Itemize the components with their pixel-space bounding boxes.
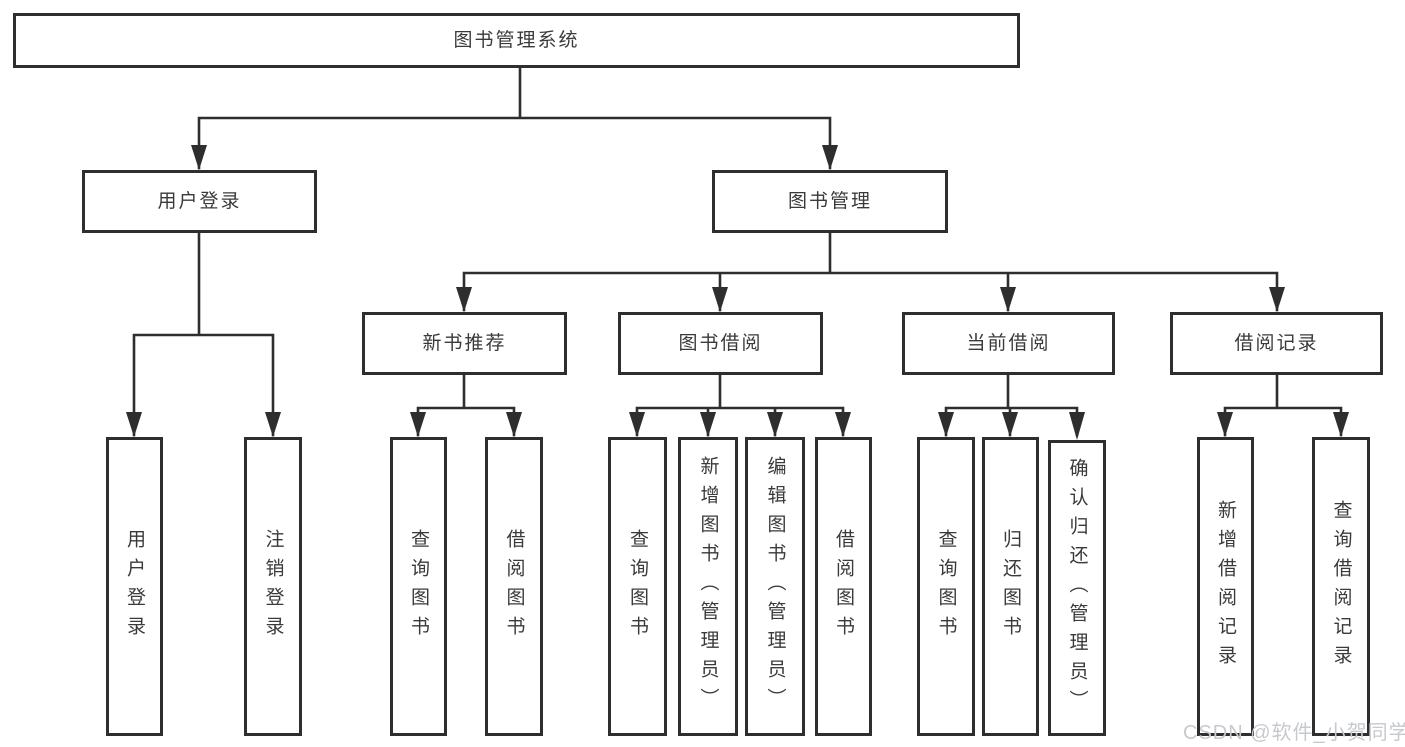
- leaf-user-login: 用户登录: [106, 437, 163, 736]
- leaf-br-query-record: 查询借阅记录: [1312, 437, 1370, 736]
- leaf-cb-confirm-return-label: 确认归还（管理员）: [1066, 457, 1088, 719]
- node-borrowing-records-label: 借阅记录: [1234, 333, 1319, 354]
- node-borrowing-records: 借阅记录: [1170, 312, 1383, 375]
- leaf-bb-borrow-book: 借阅图书: [815, 437, 872, 736]
- node-user-login: 用户登录: [82, 170, 317, 233]
- leaf-logout-label: 注销登录: [262, 528, 284, 645]
- node-new-book-recommendation: 新书推荐: [362, 312, 567, 375]
- node-current-borrowing: 当前借阅: [902, 312, 1115, 375]
- leaf-cb-confirm-return: 确认归还（管理员）: [1048, 440, 1106, 736]
- node-root: 图书管理系统: [13, 13, 1020, 68]
- leaf-bb-edit-book: 编辑图书（管理员）: [745, 437, 805, 736]
- node-root-label: 图书管理系统: [453, 30, 580, 51]
- leaf-nbr-query-book-label: 查询图书: [408, 528, 429, 645]
- node-book-management: 图书管理: [712, 170, 948, 233]
- node-book-management-label: 图书管理: [787, 191, 872, 212]
- leaf-br-query-record-label: 查询借阅记录: [1330, 499, 1352, 674]
- leaf-nbr-borrow-book: 借阅图书: [485, 437, 543, 736]
- leaf-bb-query-book-label: 查询图书: [627, 528, 648, 645]
- leaf-cb-return-book-label: 归还图书: [1000, 528, 1021, 645]
- node-new-book-recommendation-label: 新书推荐: [422, 333, 507, 354]
- leaf-nbr-query-book: 查询图书: [390, 437, 447, 736]
- leaf-bb-add-book: 新增图书（管理员）: [678, 437, 738, 736]
- leaf-bb-add-book-label: 新增图书（管理员）: [697, 456, 719, 717]
- leaf-bb-query-book: 查询图书: [608, 437, 667, 736]
- leaf-br-add-record: 新增借阅记录: [1197, 437, 1254, 736]
- leaf-nbr-borrow-book-label: 借阅图书: [503, 528, 525, 645]
- node-user-login-label: 用户登录: [157, 191, 242, 212]
- leaf-bb-borrow-book-label: 借阅图书: [833, 528, 854, 645]
- node-current-borrowing-label: 当前借阅: [966, 333, 1051, 354]
- leaf-br-add-record-label: 新增借阅记录: [1215, 499, 1236, 674]
- node-book-borrowing-label: 图书借阅: [678, 333, 763, 354]
- leaf-cb-return-book: 归还图书: [982, 437, 1039, 736]
- leaf-bb-edit-book-label: 编辑图书（管理员）: [764, 456, 786, 717]
- leaf-user-login-label: 用户登录: [124, 528, 145, 645]
- node-book-borrowing: 图书借阅: [618, 312, 823, 375]
- leaf-cb-query-book-label: 查询图书: [935, 528, 957, 645]
- csdn-watermark: CSDN @软件_小贺同学: [1183, 722, 1405, 744]
- leaf-logout: 注销登录: [244, 437, 302, 736]
- leaf-cb-query-book: 查询图书: [917, 437, 975, 736]
